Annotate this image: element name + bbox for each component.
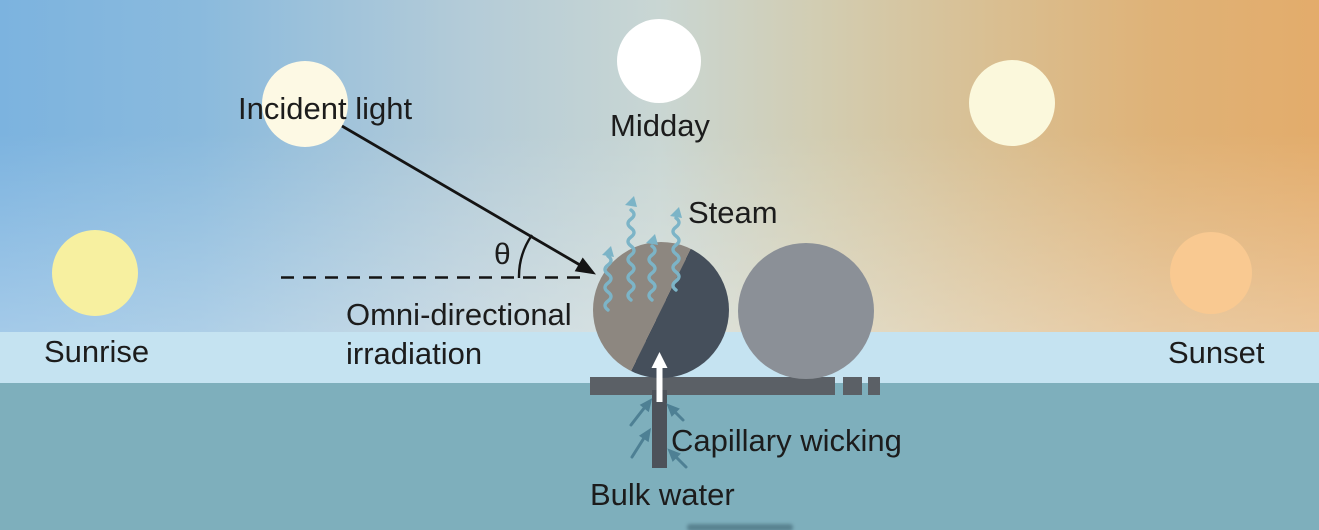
omni-label-line1: Omni-directional [346, 297, 572, 332]
omni-directional-irradiation-label: Omni-directional irradiation [346, 295, 606, 374]
evaporator-sphere-illuminated [593, 242, 729, 378]
bulk-water-label: Bulk water [590, 477, 735, 512]
sunrise-label: Sunrise [44, 334, 150, 369]
bottom-edge-artifact [687, 524, 793, 530]
steam-label: Steam [688, 195, 778, 230]
capillary-wicking-label: Capillary wicking [671, 423, 902, 458]
midday-sun-icon [617, 19, 701, 103]
midday-label: Midday [610, 108, 710, 143]
sunset-label: Sunset [1168, 335, 1265, 370]
sunrise-sun-icon [52, 230, 138, 316]
support-bar-dash [843, 377, 862, 395]
theta-angle-label: θ [494, 238, 511, 271]
omni-label-line2: irradiation [346, 336, 483, 372]
incident-light-sun-icon [262, 61, 348, 147]
support-bar-dash [868, 377, 880, 395]
sunset-sun-icon [1170, 232, 1252, 314]
afternoon-sun-icon [969, 60, 1055, 146]
incident-light-label: Incident light [238, 91, 413, 126]
capillary-wick-stem [652, 390, 667, 468]
evaporator-sphere-plain [738, 243, 874, 379]
floating-support-bar [590, 377, 835, 395]
